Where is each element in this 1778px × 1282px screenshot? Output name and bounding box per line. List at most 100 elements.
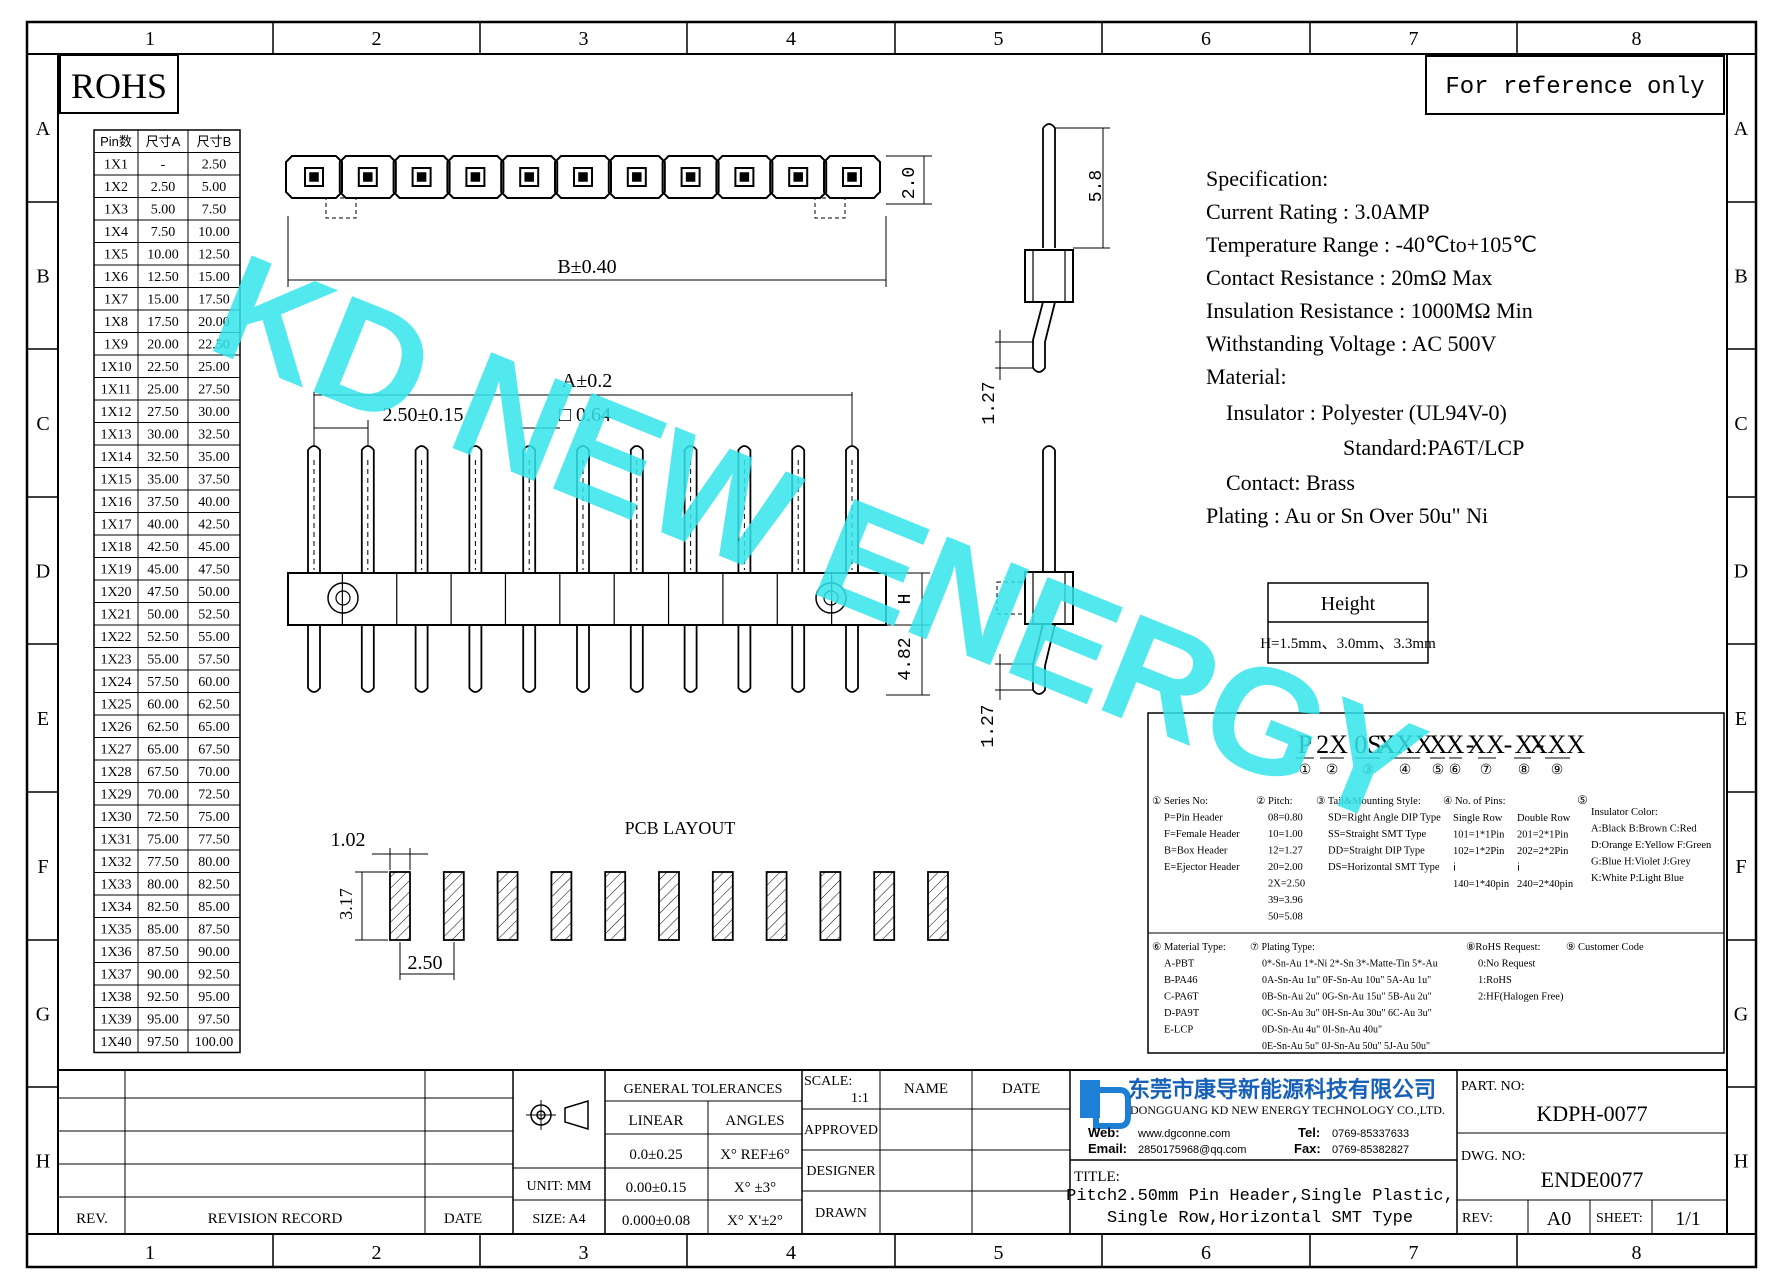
part-no-label: PART. NO: <box>1461 1079 1525 1094</box>
locating-peg-inner <box>335 590 351 606</box>
table-cell: 67.50 <box>147 765 179 780</box>
pin-upper <box>791 445 806 573</box>
table-cell: 1X33 <box>100 878 131 893</box>
table-cell: 1X27 <box>100 743 131 758</box>
pin-lower <box>468 625 483 693</box>
table-cell: 17.50 <box>198 293 230 308</box>
pin-upper <box>683 445 698 573</box>
legend-text: 101=1*1Pin <box>1453 830 1505 841</box>
tolerance-angle: X° REF±6° <box>720 1147 790 1163</box>
pcb-pad <box>442 871 465 941</box>
table-cell: 47.50 <box>198 563 230 578</box>
legend-text: D-PA9T <box>1164 1008 1200 1019</box>
table-cell: 77.50 <box>147 855 179 870</box>
legend-text: 0A-Sn-Au 1u" 0F-Sn-Au 10u" 5A-Au 1u" <box>1262 975 1431 986</box>
row-label: F <box>37 856 48 878</box>
code-segment: X <box>1515 730 1534 759</box>
legend-text: A-PBT <box>1164 959 1195 970</box>
pin-square <box>842 167 862 187</box>
row-label: B <box>1734 266 1747 288</box>
spec-line: Withstanding Voltage : AC 500V <box>1206 331 1497 356</box>
company-name-cn: 东莞市康导新能源科技有限公司 <box>1128 1077 1436 1102</box>
column-label: 8 <box>1632 28 1642 50</box>
table-cell: 1X17 <box>100 518 131 533</box>
table-cell: 62.50 <box>147 720 179 735</box>
column-label: 8 <box>1632 1242 1642 1264</box>
pin-core <box>793 172 803 182</box>
table-cell: 1X6 <box>104 270 128 285</box>
pin-core <box>739 172 750 182</box>
housing-cell <box>554 155 612 199</box>
pin-lower <box>414 625 429 693</box>
tolerance-linear: 0.0±0.25 <box>629 1147 682 1163</box>
svg-text:For reference only: For reference only <box>1445 74 1704 101</box>
solder-tab <box>814 197 846 219</box>
pcb-pad <box>819 871 842 941</box>
table-cell: 95.00 <box>198 990 230 1005</box>
code-segment: P <box>1298 730 1312 759</box>
tolerance-angle: X° ±3° <box>734 1180 776 1196</box>
table-cell: 27.50 <box>198 383 230 398</box>
legend-text: 0B-Sn-Au 2u" 0G-Sn-Au 15u" 5B-Au 2u" <box>1262 992 1432 1003</box>
pin-core <box>470 172 481 182</box>
table-cell: 1X15 <box>100 473 131 488</box>
table-cell: 65.00 <box>198 720 230 735</box>
dim-pin-length: 5.8 <box>1087 170 1107 202</box>
table-cell: 1X37 <box>100 968 131 983</box>
table-cell: 40.00 <box>147 518 179 533</box>
table-cell: 1X25 <box>100 698 131 713</box>
legend-text: 20=2.00 <box>1268 862 1303 873</box>
table-cell: 1X35 <box>100 923 131 938</box>
legend-text: 202=2*2Pin <box>1517 846 1569 857</box>
pcb-pad-width: 1.02 <box>331 829 366 851</box>
row-label: C <box>36 413 49 435</box>
table-cell: 1X5 <box>104 248 128 263</box>
row-label: G <box>36 1004 50 1026</box>
table-cell: 85.00 <box>198 900 230 915</box>
table-cell: 25.00 <box>198 360 230 375</box>
pin-lower <box>737 625 752 693</box>
legend-text: DD=Straight DIP Type <box>1328 846 1425 857</box>
table-cell: - <box>161 158 166 173</box>
pcb-pad-height: 3.17 <box>336 888 356 920</box>
dim-pitch: 2.50±0.15 <box>383 404 464 426</box>
legend-text: 0*-Sn-Au 1*-Ni 2*-Sn 3*-Matte-Tin 5*-Au <box>1262 959 1438 970</box>
table-cell: 1X10 <box>100 360 131 375</box>
table-cell: 87.50 <box>198 923 230 938</box>
legend-text: ④ No. of Pins: <box>1443 795 1506 807</box>
pcb-pad <box>550 871 573 941</box>
legend-text: E=Ejector Header <box>1164 862 1240 873</box>
row-label: H <box>1734 1151 1748 1173</box>
dwg-no-label: DWG. NO: <box>1461 1149 1526 1164</box>
svg-text:H=1.5mm、3.0mm、3.3mm: H=1.5mm、3.0mm、3.3mm <box>1260 636 1436 652</box>
table-cell: 12.50 <box>198 248 230 263</box>
table-cell: 82.50 <box>198 878 230 893</box>
column-label: 7 <box>1409 28 1419 50</box>
pcb-pad <box>389 871 411 941</box>
table-cell: 1X8 <box>104 315 128 330</box>
table-cell: 1X12 <box>100 405 131 420</box>
table-cell: 10.00 <box>198 225 230 240</box>
table-cell: 5.00 <box>151 203 176 218</box>
legend-text: DS=Horizontal SMT Type <box>1328 862 1440 873</box>
legend-text: ⅰ <box>1517 863 1520 874</box>
projection-symbol <box>564 1099 589 1131</box>
table-cell: 1X19 <box>100 563 131 578</box>
legend-text: Single Row <box>1453 813 1503 824</box>
pin-square <box>357 167 378 187</box>
email-value: 2850175968@qq.com <box>1138 1144 1246 1156</box>
table-cell: 22.50 <box>147 360 179 375</box>
table-cell: 80.00 <box>147 878 179 893</box>
table-cell: 52.50 <box>198 608 230 623</box>
date-header: DATE <box>1002 1081 1040 1097</box>
legend-text: 2X=2.50 <box>1268 879 1305 890</box>
table-cell: 42.50 <box>147 540 179 555</box>
table-cell: 50.00 <box>147 608 179 623</box>
table-border <box>93 129 241 1054</box>
legend-text: E-LCP <box>1164 1025 1193 1036</box>
column-label: 2 <box>372 1242 382 1264</box>
pcb-pad-pitch: 2.50 <box>408 952 443 974</box>
table-cell: 1X3 <box>104 203 128 218</box>
